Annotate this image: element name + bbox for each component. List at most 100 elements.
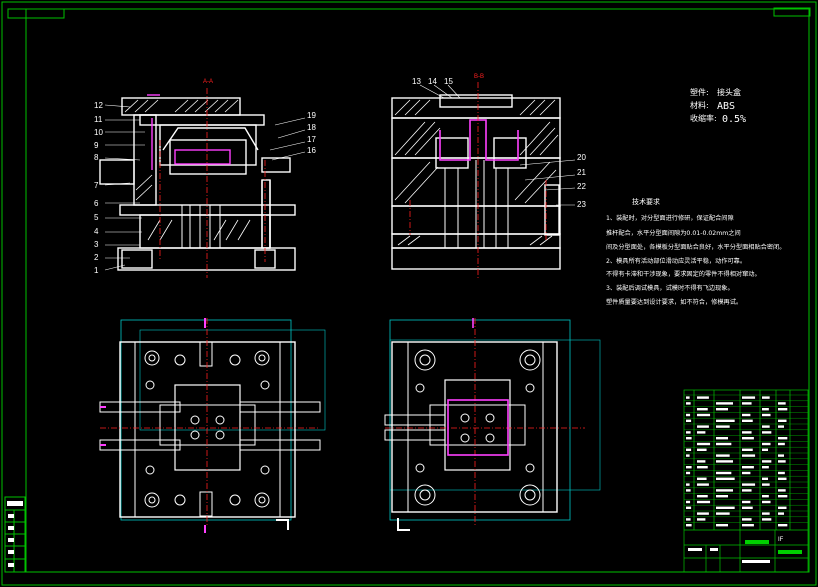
parts-list-cell-mark [778,454,784,457]
parts-list-cell-mark [778,512,784,515]
parts-list-cell-mark [762,431,772,434]
part-num-14: 14 [428,77,437,86]
parts-list-cell-mark [762,495,769,498]
parts-list-cell-mark [742,413,751,417]
material-value: ABS [717,101,735,112]
part-num-19: 19 [307,111,316,120]
parts-list-cell-mark [762,425,770,428]
part-numbers-top: 13 14 15 [412,77,453,86]
parts-list-cell-mark [716,495,728,498]
parts-list-cell-mark [742,489,752,492]
parts-list-cell-mark [697,466,708,469]
title-block-stamp: IF [778,537,784,543]
parts-list-cell-mark [686,419,692,422]
parts-list-cell-mark [742,500,751,504]
parts-list-cell-mark [778,524,788,527]
parts-list-cell-mark [697,408,708,411]
tech-requirements: 技术要求 1、装配时，对分型面进行修研，保证配合间隙 推杆配合，水平分型面间隙为… [606,197,785,306]
parts-list-rows [684,394,808,527]
parts-list-cell-mark [762,396,770,399]
parts-list-cell-mark [716,408,728,411]
parts-list-cell-mark [778,495,788,498]
parts-list-cell-mark [762,448,768,451]
parts-list-cell-mark [716,442,732,446]
title-block-marks: IF [688,537,802,563]
part-num-3: 3 [94,240,99,249]
part-num-11: 11 [94,115,103,124]
parts-list-cell-mark [686,431,691,434]
left-revision-marks [7,501,23,567]
part-num-12: 12 [94,101,103,110]
parts-list-cell-mark [697,518,706,521]
parts-list-cell-mark [716,402,733,405]
parts-list-cell-mark [742,466,754,469]
parts-list-cell-mark [762,500,771,504]
parts-list-cell-mark [742,524,754,527]
parts-list-cell-mark [742,437,754,440]
parts-list-cell-mark [762,477,768,480]
section-a-ejector-pins [181,205,221,248]
parts-list-cell-mark [716,524,728,527]
part-value: 接头盒 [717,87,741,97]
parts-list-cell-mark [716,477,735,480]
part-num-7: 7 [94,181,99,190]
parts-list-cell-mark [697,495,708,498]
parts-list-cell-mark [742,454,756,457]
plan-view-left [99,318,326,533]
parts-list-cell-mark [686,500,691,504]
parts-list-cell-mark [686,396,690,399]
part-num-22: 22 [577,182,586,191]
parts-list-cell-mark [716,419,735,422]
plan-view-right [384,318,601,531]
section-a-leaders-left [104,104,145,271]
parts-list-cell-mark [697,442,711,446]
parts-list-cell-mark [762,413,771,417]
section-a-leaders-right [269,117,306,161]
parts-list-cell-mark [778,506,787,509]
tech-line-6: 3、装配后调试模具，试模时不得有飞边现象。 [606,284,734,292]
parts-list-cell-mark [686,437,692,440]
parts-list-cell-mark [762,460,772,463]
tech-line-7: 塑件质量要达到设计要求，如不符合，修模再试。 [606,298,742,306]
part-num-9: 9 [94,141,99,150]
parts-list-cell-mark [742,506,753,509]
part-num-23: 23 [577,200,586,209]
parts-list-cell-mark [778,460,786,463]
parts-list-cell-mark [686,483,690,486]
part-num-17: 17 [307,135,316,144]
shrink-value: 0.5% [722,114,746,125]
parts-list-cell-mark [686,524,692,527]
section-b-hatch [394,99,559,246]
section-b-ejector-pins [444,160,509,248]
parts-list-cell-mark [778,419,787,422]
parts-list-cell-mark [716,471,732,475]
left-revision-block [4,496,26,573]
section-a-hatch [124,99,251,241]
parts-list-cell-mark [686,489,691,492]
parts-list-cell-mark [716,489,733,492]
part-num-18: 18 [307,123,316,132]
parts-list-cell-mark [716,437,728,440]
tech-line-2: 推杆配合，水平分型面间隙为0.01-0.02mm之间 [606,229,741,237]
parts-list-cell-mark [686,471,691,475]
parts-list-cell-mark [742,419,753,422]
part-num-2: 2 [94,253,99,262]
parts-list-cell-mark [716,506,735,509]
part-num-8: 8 [94,153,99,162]
part-num-15: 15 [444,77,453,86]
tech-line-5: 不得有卡滞和干涉现象，要求固定的零件不得相对窜动。 [606,270,761,278]
part-numbers-left: 12 11 10 9 8 7 6 5 4 3 2 1 [94,101,103,275]
parts-list-cell-mark [697,448,707,451]
parts-list-cell-mark [742,518,752,521]
parts-list-cell-mark [778,477,787,480]
material-label: 材料: [690,100,709,110]
section-a-view [99,97,296,271]
section-a-centerlines [159,88,266,278]
parts-list-cell-mark [742,483,756,486]
parts-list-cell-mark [697,431,706,434]
parts-list-cell-mark [697,512,709,515]
parts-list-cell-mark [716,460,733,463]
parts-list-cell-mark [716,425,730,428]
parts-list-cell-mark [686,518,691,521]
part-num-20: 20 [577,153,586,162]
